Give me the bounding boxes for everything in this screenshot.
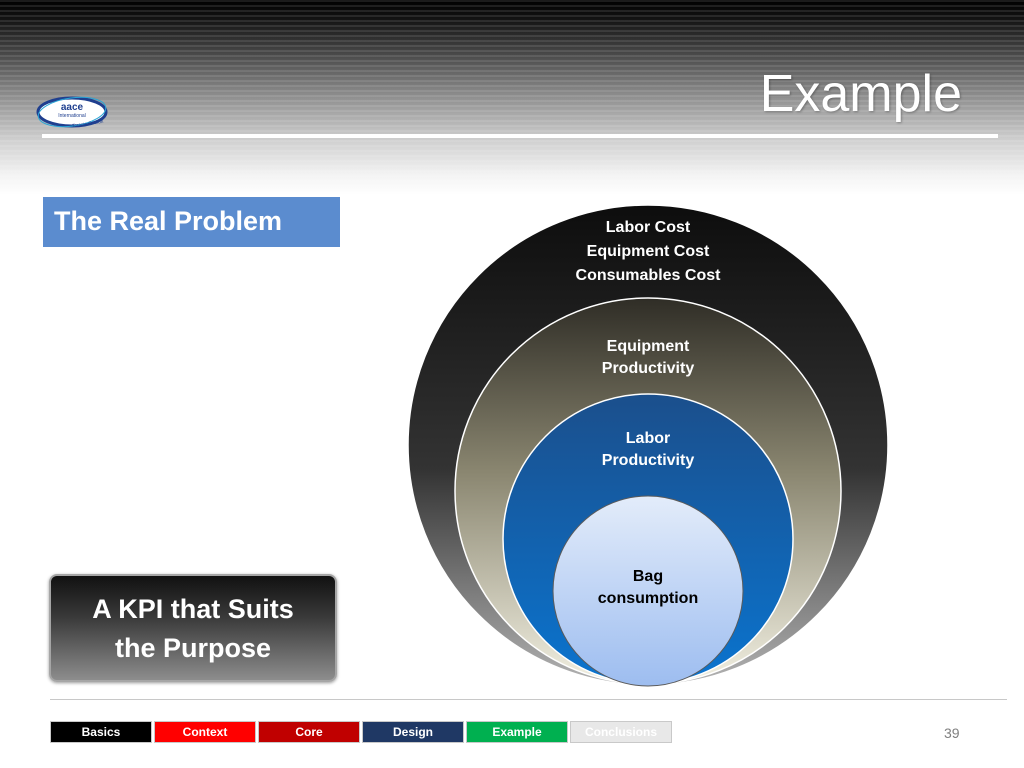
outer-label-1: Labor Cost	[606, 219, 691, 236]
nav-design-button[interactable]: Design	[362, 721, 464, 743]
svg-text:International: International	[58, 113, 86, 119]
third-label-1: Labor	[626, 430, 670, 447]
outer-label-2: Equipment Cost	[587, 243, 710, 260]
second-label-2: Productivity	[602, 360, 695, 377]
header-stripes	[0, 0, 1024, 195]
problem-label-box: The Real Problem	[43, 197, 340, 247]
header-band	[0, 0, 1024, 195]
kpi-line-2: the Purpose	[114, 633, 272, 663]
outer-label-3: Consumables Cost	[576, 267, 722, 284]
nav-basics-button[interactable]: Basics	[50, 721, 152, 743]
svg-text:aace: aace	[61, 102, 84, 113]
footer-divider	[50, 699, 1007, 700]
kpi-callout: A KPI that Suits the Purpose	[49, 574, 337, 682]
nav-example-button[interactable]: Example	[466, 721, 568, 743]
inner-label-2: consumption	[598, 590, 698, 607]
aace-logo-icon: aace International Toronto Section	[36, 96, 108, 128]
title-divider	[42, 134, 998, 138]
inner-circle	[552, 495, 744, 687]
problem-label: The Real Problem	[54, 206, 283, 236]
svg-text:Toronto Section: Toronto Section	[72, 119, 104, 128]
page-number: 39	[944, 725, 960, 741]
nav-context-button[interactable]: Context	[154, 721, 256, 743]
nav-core-button[interactable]: Core	[258, 721, 360, 743]
kpi-line-1: A KPI that Suits	[92, 594, 294, 624]
inner-label-1: Bag	[633, 568, 663, 585]
page-title: Example	[759, 65, 962, 123]
nested-circles-diagram: Labor Cost Equipment Cost Consumables Co…	[407, 204, 889, 687]
second-label-1: Equipment	[607, 338, 690, 355]
third-label-2: Productivity	[602, 452, 695, 469]
nav-conclusions-button[interactable]: Conclusions	[570, 721, 672, 743]
section-nav: Basics Context Core Design Example Concl…	[50, 721, 674, 743]
